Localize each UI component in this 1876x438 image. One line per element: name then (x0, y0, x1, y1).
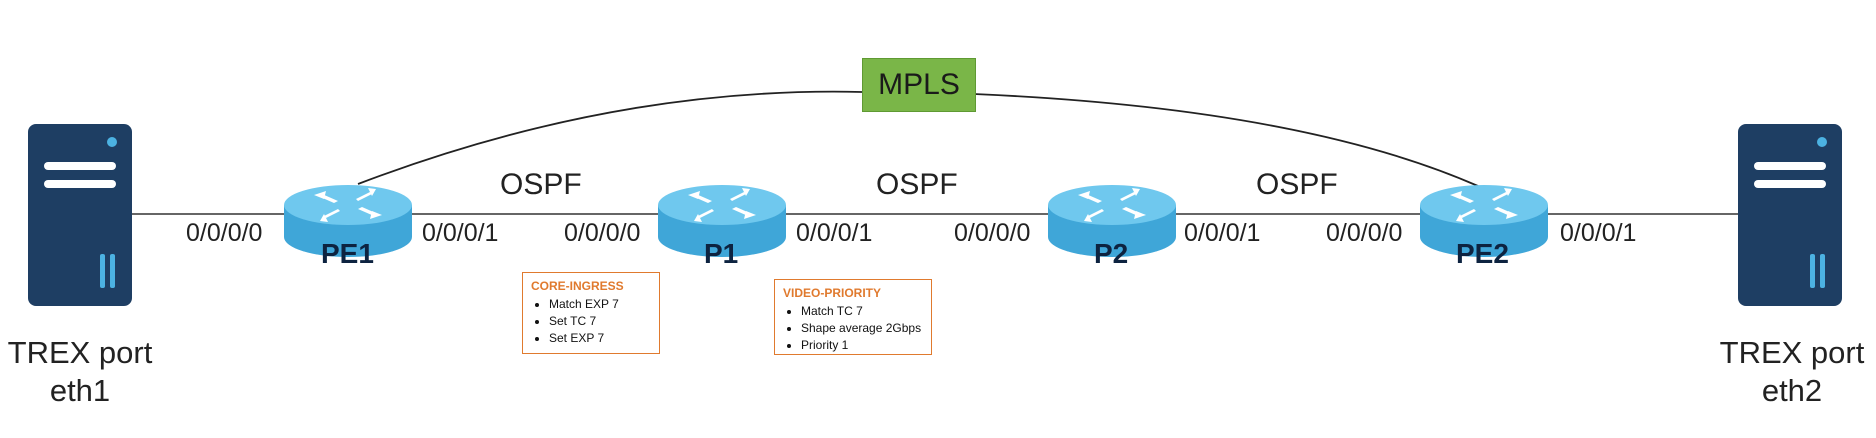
policy-item: Priority 1 (801, 337, 923, 354)
ospf-label-p2-pe2: OSPF (1256, 168, 1338, 201)
port-p2-left: 0/0/0/0 (954, 219, 1031, 247)
policy-video-priority-list: Match TC 7 Shape average 2Gbps Priority … (783, 303, 923, 354)
policy-item: Set TC 7 (549, 313, 651, 330)
policy-video-priority-title: VIDEO-PRIORITY (783, 286, 882, 300)
mpls-arc (357, 90, 863, 185)
host-right-line2: eth2 (1761, 373, 1823, 408)
router-p1-label: P1 (704, 238, 739, 269)
mpls-label: MPLS (862, 58, 976, 112)
host-left-label: TREX port eth1 (0, 334, 160, 410)
router-pe2-label: PE2 (1456, 238, 1509, 269)
policy-item: Match EXP 7 (549, 296, 651, 313)
port-pe2-right: 0/0/0/1 (1560, 219, 1637, 247)
policy-item: Set EXP 7 (549, 330, 651, 347)
host-right-label: TREX port eth2 (1712, 334, 1872, 410)
port-p1-right: 0/0/0/1 (796, 219, 873, 247)
mpls-arc-right (973, 93, 1479, 187)
router-p2-label: P2 (1094, 238, 1129, 269)
port-p2-right: 0/0/0/1 (1184, 219, 1261, 247)
policy-core-ingress: CORE-INGRESS Match EXP 7 Set TC 7 Set EX… (522, 272, 660, 354)
policy-item: Match TC 7 (801, 303, 923, 320)
ospf-label-pe1-p1: OSPF (500, 168, 582, 201)
host-right-line1: TREX port (1719, 335, 1865, 370)
host-left-line1: TREX port (7, 335, 153, 370)
port-pe1-left: 0/0/0/0 (186, 219, 263, 247)
server-left-icon (28, 124, 132, 306)
host-left-line2: eth1 (49, 373, 111, 408)
policy-core-ingress-list: Match EXP 7 Set TC 7 Set EXP 7 (531, 296, 651, 347)
policy-video-priority: VIDEO-PRIORITY Match TC 7 Shape average … (774, 279, 932, 355)
router-pe1-label: PE1 (321, 238, 374, 269)
ospf-label-p1-p2: OSPF (876, 168, 958, 201)
port-pe2-left: 0/0/0/0 (1326, 219, 1403, 247)
server-right-icon (1738, 124, 1842, 306)
policy-core-ingress-title: CORE-INGRESS (531, 279, 624, 293)
policy-item: Shape average 2Gbps (801, 320, 923, 337)
port-pe1-right: 0/0/0/1 (422, 219, 499, 247)
port-p1-left: 0/0/0/0 (564, 219, 641, 247)
